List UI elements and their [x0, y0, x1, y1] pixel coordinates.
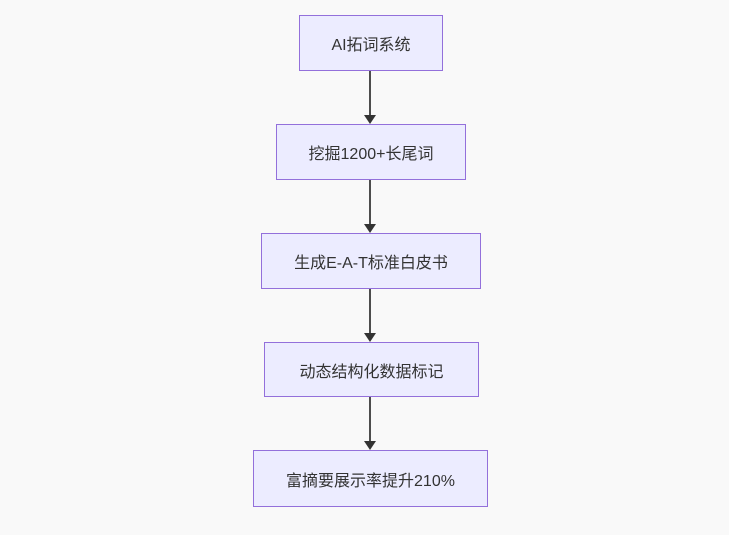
flow-node-label: 生成E-A-T标准白皮书: [294, 255, 448, 272]
flow-node-label: 动态结构化数据标记: [299, 363, 444, 381]
arrow-down-icon: [364, 333, 376, 342]
arrow-down-icon: [364, 115, 376, 124]
flow-node-longtail-mining: 挖掘1200+长尾词: [276, 124, 466, 180]
flow-node-label: AI拓词系统: [331, 37, 411, 54]
flow-node-eat-whitepaper: 生成E-A-T标准白皮书: [261, 233, 481, 289]
flow-edge-line: [369, 397, 371, 441]
flow-edge-line: [369, 71, 371, 115]
flow-node-rich-snippet-uplift: 富摘要展示率提升210%: [253, 450, 488, 507]
flow-node-label: 挖掘1200+长尾词: [308, 146, 434, 163]
flow-node-label: 富摘要展示率提升210%: [286, 472, 455, 490]
flow-edge-line: [369, 289, 371, 333]
flow-node-structured-data-markup: 动态结构化数据标记: [264, 342, 479, 397]
arrow-down-icon: [364, 224, 376, 233]
flow-edge-line: [369, 180, 371, 224]
arrow-down-icon: [364, 441, 376, 450]
flow-node-ai-keyword-system: AI拓词系统: [299, 15, 443, 71]
